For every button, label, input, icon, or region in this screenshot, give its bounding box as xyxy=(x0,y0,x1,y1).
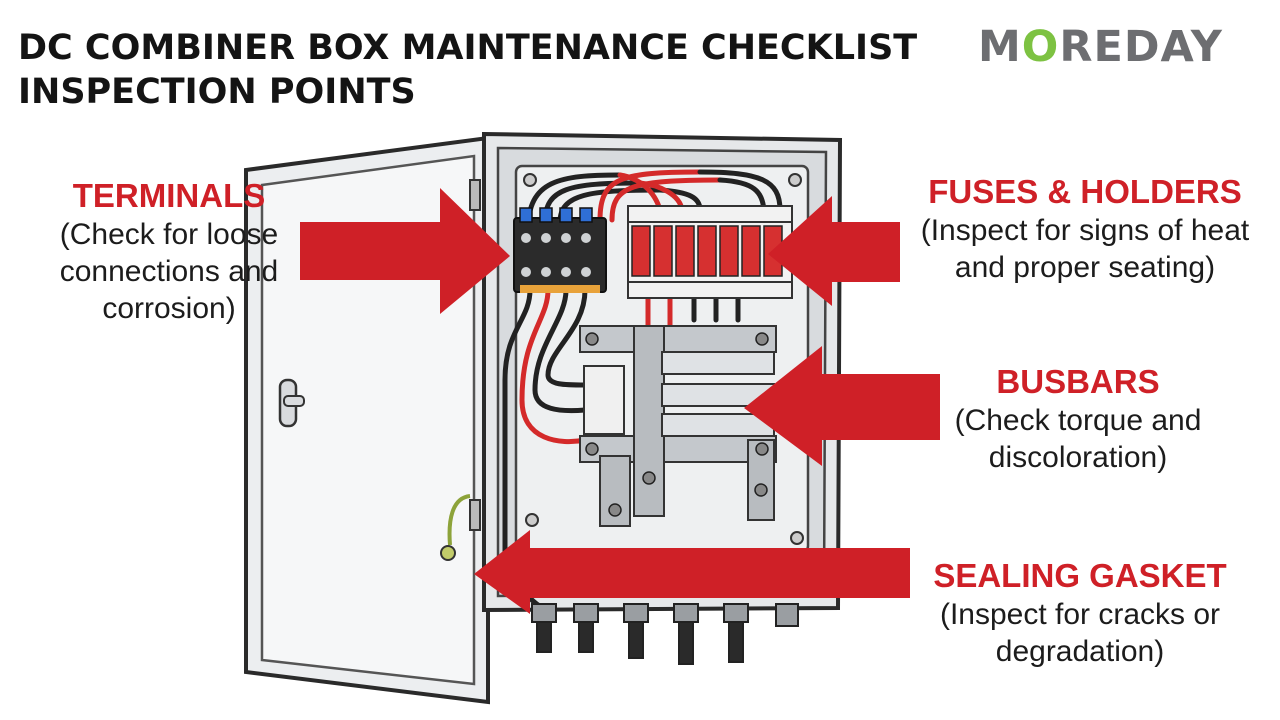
title-line-1: DC COMBINER BOX MAINTENANCE CHECKLIST xyxy=(18,28,918,68)
callout-busbars-heading: BUSBARS xyxy=(996,363,1160,400)
distribution-block xyxy=(583,365,625,435)
arrow-gasket-icon xyxy=(474,530,910,614)
arrow-terminals-icon xyxy=(300,188,510,314)
door-latch-icon xyxy=(278,378,305,428)
callout-fuses: FUSES & HOLDERS (Inspect for signs of he… xyxy=(910,172,1260,286)
door-hinge-bottom xyxy=(469,499,481,531)
callout-gasket-line-2: degradation) xyxy=(995,635,1165,668)
callout-gasket-line-1: (Inspect for cracks or xyxy=(939,598,1221,631)
cable-glands xyxy=(531,603,799,665)
callout-terminals-heading: TERMINALS xyxy=(72,177,266,214)
callout-gasket-heading: SEALING GASKET xyxy=(933,557,1227,594)
callout-busbars-line-1: (Check torque and xyxy=(954,404,1202,437)
page-title: DC COMBINER BOX MAINTENANCE CHECKLIST IN… xyxy=(18,26,917,114)
callout-terminals: TERMINALS (Check for loose connections a… xyxy=(44,176,294,327)
callout-fuses-line-2: and proper seating) xyxy=(954,251,1216,284)
callout-terminals-line-1: (Check for loose xyxy=(59,218,279,251)
callout-fuses-heading: FUSES & HOLDERS xyxy=(928,173,1242,210)
busbar-assembly xyxy=(579,325,777,527)
callout-busbars-line-2: discoloration) xyxy=(988,441,1168,474)
callout-fuses-line-1: (Inspect for signs of heat xyxy=(920,214,1250,247)
brand-logo: MOREDAY xyxy=(978,22,1223,72)
ground-lug xyxy=(440,545,456,561)
door-hinge-top xyxy=(469,179,481,211)
title-line-2: INSPECTION POINTS xyxy=(18,72,416,112)
logo-ring: O xyxy=(1021,22,1060,72)
callout-terminals-line-2: connections and xyxy=(59,255,279,288)
arrow-fuses-icon xyxy=(768,196,900,306)
logo-text-start: M xyxy=(978,22,1022,72)
callout-terminals-line-3: corrosion) xyxy=(102,292,236,325)
logo-text-end: REDAY xyxy=(1059,22,1223,72)
arrow-busbars-icon xyxy=(744,346,940,466)
callout-gasket: SEALING GASKET (Inspect for cracks or de… xyxy=(920,556,1240,670)
fuse-holders xyxy=(627,205,793,299)
callout-busbars: BUSBARS (Check torque and discoloration) xyxy=(948,362,1208,476)
terminal-block xyxy=(513,207,607,293)
ground-wire xyxy=(447,494,471,546)
